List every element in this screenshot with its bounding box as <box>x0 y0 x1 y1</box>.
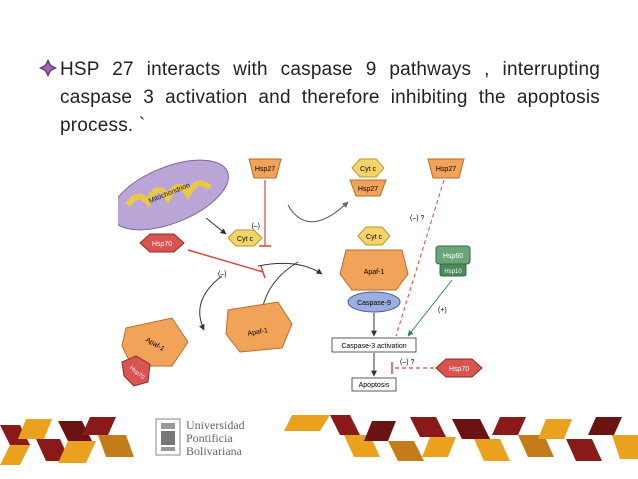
hsp70-left-label: Hsp70 <box>152 241 172 248</box>
university-line1: Universidad <box>186 418 245 432</box>
apaf1-mid-label: Apaf-1 <box>247 327 269 337</box>
cytc-mid-label: Cyt c <box>237 236 253 243</box>
caspase9-node: Caspase-9 <box>347 291 401 313</box>
apaf1-left-node: Apaf-1 Hsp70 <box>121 317 189 387</box>
hsp27-complex-label: Hsp27 <box>358 186 378 193</box>
mitochondrion: Mitochondrion <box>118 159 229 231</box>
cytc-mid-node: Cyt c <box>227 229 263 247</box>
cytc-apaf-label: Cyt c <box>366 234 382 241</box>
cytc-apaf-node: Cyt c <box>357 226 391 246</box>
hsp27-top-node: Hsp27 <box>248 158 282 179</box>
cytc-top-label: Cyt c <box>360 166 376 173</box>
minus-label-1: (–) <box>251 223 260 230</box>
university-line3: Bolivariana <box>186 444 243 458</box>
hsp27-top-label: Hsp27 <box>255 166 275 173</box>
hsp10-label: Hsp10 <box>444 269 462 275</box>
hsp70-right-node: Hsp70 <box>435 358 483 378</box>
hsp70-inhibit-line <box>187 249 264 273</box>
plus-label: (+) <box>438 307 447 314</box>
cytc-hsp27-complex: Cyt c Hsp27 <box>349 158 387 197</box>
minus-q-label-2: (–) ? <box>400 359 415 366</box>
hsp27-right-node: Hsp27 <box>427 158 465 179</box>
footer-pattern-left <box>0 417 134 465</box>
apoptosis-node: Apoptosis <box>351 377 397 392</box>
apoptosis-label: Apoptosis <box>359 382 390 389</box>
caspase3-label: Caspase-3 activation <box>341 343 406 350</box>
hsp60-hsp10-node: Hsp60 Hsp10 <box>435 245 471 277</box>
hsp27-right-dashed <box>395 179 445 337</box>
footer-pattern-right <box>284 415 638 461</box>
hsp70-right-label: Hsp70 <box>449 366 469 373</box>
caspase3-node: Caspase-3 activation <box>331 337 417 353</box>
apaf1-mid-node: Apaf-1 <box>225 301 293 353</box>
footer-decoration: Universidad Pontificia Bolivariana <box>0 415 638 465</box>
release-arrow <box>287 201 349 223</box>
diamond-bullet-icon <box>39 59 57 77</box>
apoptosis-pathway-diagram: Mitochondrion Hsp27 (–) Cyt c Cyt c Hsp2… <box>118 158 483 392</box>
minus-label-2: (–) <box>218 271 227 278</box>
hsp60-activate-arrow <box>407 279 453 337</box>
bullet-text: HSP 27 interacts with caspase 9 pathways… <box>60 59 600 136</box>
hsp27-right-label: Hsp27 <box>436 166 456 173</box>
hsp70-left-node: Hsp70 <box>139 233 185 253</box>
university-logo: Universidad Pontificia Bolivariana <box>155 418 245 458</box>
hsp60-label: Hsp60 <box>443 253 463 260</box>
caspase9-label: Caspase-9 <box>357 300 391 307</box>
university-line2: Pontificia <box>186 431 233 445</box>
apaf1-center-label: Apaf-1 <box>364 269 385 276</box>
minus-q-label: (–) ? <box>410 215 425 222</box>
apaf1-center-node: Apaf-1 <box>339 249 409 291</box>
